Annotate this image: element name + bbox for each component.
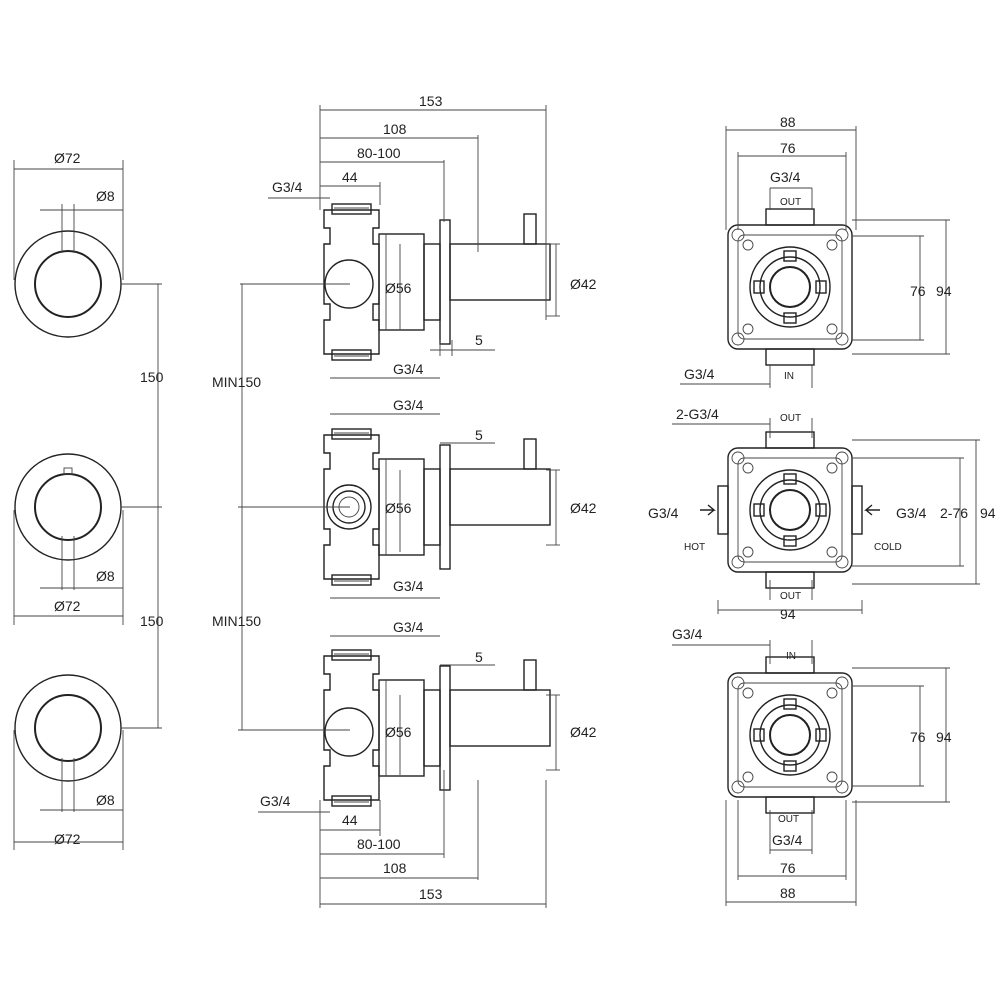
label-out-bottom: OUT: [778, 814, 799, 825]
dim-5-middle: 5: [475, 427, 483, 443]
dim-dia56-top: Ø56: [385, 280, 412, 296]
dim-5-top: 5: [475, 332, 483, 348]
dim-g34-port-top: G3/4: [770, 169, 801, 185]
valve-middle-dimensions: [330, 413, 560, 599]
dim-g34-port-bottom-in: G3/4: [672, 626, 703, 642]
dim-dia72-top: Ø72: [54, 150, 81, 166]
dim-150-bottom: 150: [140, 613, 164, 629]
label-out-middle-top: OUT: [780, 413, 801, 424]
dim-g34-middle-top: G3/4: [393, 397, 424, 413]
dim-dia42-middle: Ø42: [570, 500, 597, 516]
handle-bottom: [13, 674, 124, 850]
dim-dia8-middle: Ø8: [96, 568, 115, 584]
handle-top: [13, 160, 124, 338]
dim-44-bottom: 44: [342, 812, 358, 828]
dim-88-top: 88: [780, 114, 796, 130]
valve-spacing-dimension: [238, 284, 350, 731]
dim-153-bottom: 153: [419, 886, 443, 902]
dim-g34-middle-bottom: G3/4: [393, 578, 424, 594]
dim-g34-bottom: G3/4: [260, 793, 291, 809]
label-in-top: IN: [784, 371, 794, 382]
dim-g34-cold: G3/4: [896, 505, 927, 521]
dim-dia8-bottom: Ø8: [96, 792, 115, 808]
label-in-bottom: IN: [786, 651, 796, 662]
dim-min150-bottom: MIN150: [212, 613, 261, 629]
dim-g34-port-bottom: G3/4: [772, 832, 803, 848]
dim-2-g34: 2-G3/4: [676, 406, 719, 422]
valve-top: [323, 203, 551, 361]
dim-2-76: 2-76: [940, 505, 968, 521]
dim-dia72-bottom: Ø72: [54, 831, 81, 847]
dim-g34-port-in: G3/4: [684, 366, 715, 382]
dim-94-middle-right: 94: [980, 505, 996, 521]
dim-150-top: 150: [140, 369, 164, 385]
dim-80-100-bottom: 80-100: [357, 836, 401, 852]
dim-dia72-middle: Ø72: [54, 598, 81, 614]
valve-bottom: [323, 649, 551, 807]
dim-108-bottom: 108: [383, 860, 407, 876]
dim-94-right-bottom: 94: [936, 729, 952, 745]
dim-g34-hot: G3/4: [648, 505, 679, 521]
dim-76-right-top: 76: [910, 283, 926, 299]
dim-94-right-top: 94: [936, 283, 952, 299]
label-out-top: OUT: [780, 197, 801, 208]
dim-g34-top: G3/4: [272, 179, 303, 195]
port-view-middle: [700, 431, 880, 589]
dim-108-top: 108: [383, 121, 407, 137]
dim-94-middle-bottom: 94: [780, 606, 796, 622]
dim-min150-top: MIN150: [212, 374, 261, 390]
port-view-top: [727, 208, 853, 366]
dim-153-top: 153: [419, 93, 443, 109]
dim-dia56-bottom: Ø56: [385, 724, 412, 740]
handle-spacing-dimension: [121, 283, 162, 729]
dim-44-top: 44: [342, 169, 358, 185]
dim-76-bottom: 76: [780, 860, 796, 876]
label-out-middle-bottom: OUT: [780, 591, 801, 602]
dim-5-bottom: 5: [475, 649, 483, 665]
port-middle-dimensions: [672, 418, 980, 614]
dim-76-top: 76: [780, 140, 796, 156]
valve-bottom-dimensions: [258, 635, 560, 908]
dim-88-bottom: 88: [780, 885, 796, 901]
port-top-dimensions: [680, 126, 950, 388]
dim-g34-bottom-top: G3/4: [393, 619, 424, 635]
label-hot: HOT: [684, 542, 705, 553]
label-cold: COLD: [874, 542, 902, 553]
port-view-bottom: [727, 656, 853, 814]
dim-76-right-bottom: 76: [910, 729, 926, 745]
port-bottom-dimensions: [672, 640, 950, 906]
dim-dia56-middle: Ø56: [385, 500, 412, 516]
dim-dia42-top: Ø42: [570, 276, 597, 292]
dim-dia42-bottom: Ø42: [570, 724, 597, 740]
valve-middle: [323, 428, 551, 586]
dim-80-100-top: 80-100: [357, 145, 401, 161]
dim-dia8-top: Ø8: [96, 188, 115, 204]
valve-top-dimensions: [240, 105, 560, 379]
dim-g34-top-bottom: G3/4: [393, 361, 424, 377]
